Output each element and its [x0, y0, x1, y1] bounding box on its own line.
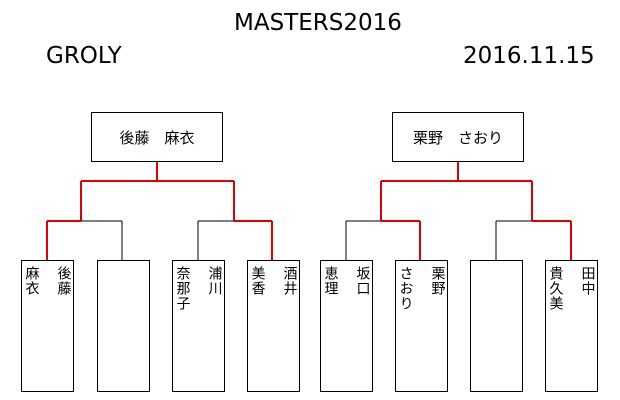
- player-name: 田中 貴久美: [547, 266, 596, 311]
- player-box: 坂口 恵理: [320, 260, 373, 392]
- champion-box-left: 後藤 麻衣: [91, 112, 223, 162]
- player-name: 浦川 奈那子: [174, 266, 223, 311]
- player-name: 後藤 麻衣: [23, 266, 72, 296]
- player-box: 栗野 さおり: [395, 260, 448, 392]
- champion-name: 栗野 さおり: [412, 128, 503, 147]
- player-box: [470, 260, 523, 392]
- tournament-title: MASTERS2016: [234, 10, 402, 36]
- player-box: 後藤 麻衣: [21, 260, 74, 392]
- venue-label: GROLY: [46, 43, 122, 69]
- player-box: 浦川 奈那子: [172, 260, 225, 392]
- player-box: 田中 貴久美: [545, 260, 598, 392]
- player-box: 酒井 美香: [247, 260, 300, 392]
- champion-box-right: 栗野 さおり: [392, 112, 524, 162]
- player-name: 坂口 恵理: [322, 266, 371, 296]
- player-name: 酒井 美香: [249, 266, 298, 296]
- date-label: 2016.11.15: [463, 43, 595, 69]
- player-name: 栗野 さおり: [397, 266, 446, 311]
- player-box: [97, 260, 150, 392]
- champion-name: 後藤 麻衣: [119, 128, 195, 147]
